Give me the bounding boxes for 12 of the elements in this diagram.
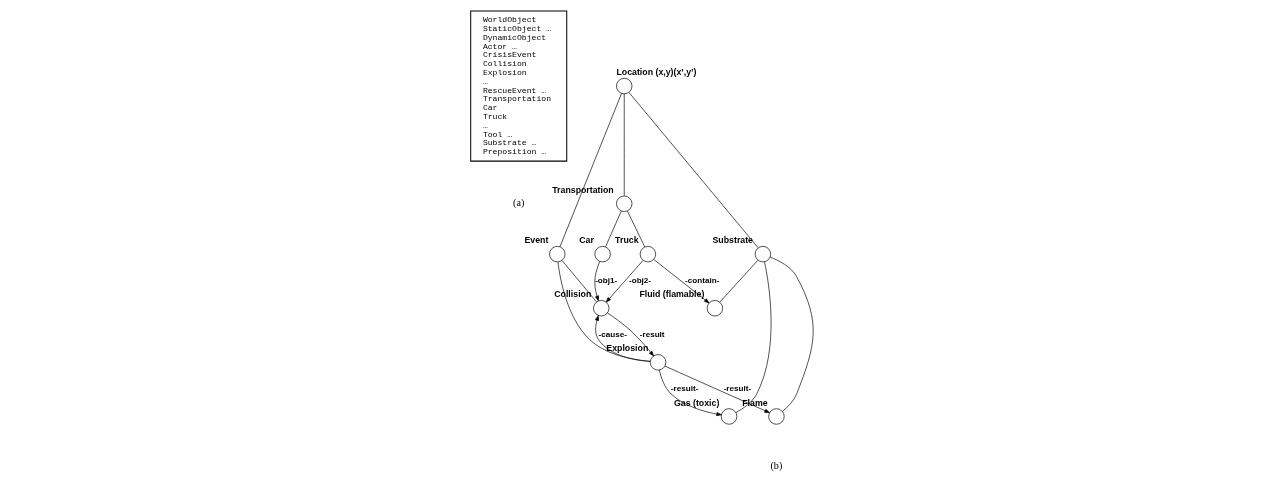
- node-label: Event: [523, 235, 548, 246]
- node-label: Explosion: [605, 343, 648, 354]
- node-label: Car: [578, 235, 594, 246]
- label: (a): [512, 197, 524, 209]
- node-label: Substrate: [712, 235, 753, 246]
- node-label: Collision: [553, 289, 591, 300]
- label: (b): [770, 460, 782, 472]
- node-label: Gas (toxic): [673, 397, 719, 408]
- node-label: Fluid (flamable): [638, 289, 704, 300]
- node-label: Truck: [614, 235, 639, 246]
- node-label: Location (x,y)(x’,y’): [615, 67, 696, 78]
- node-label: Transportation: [551, 184, 614, 195]
